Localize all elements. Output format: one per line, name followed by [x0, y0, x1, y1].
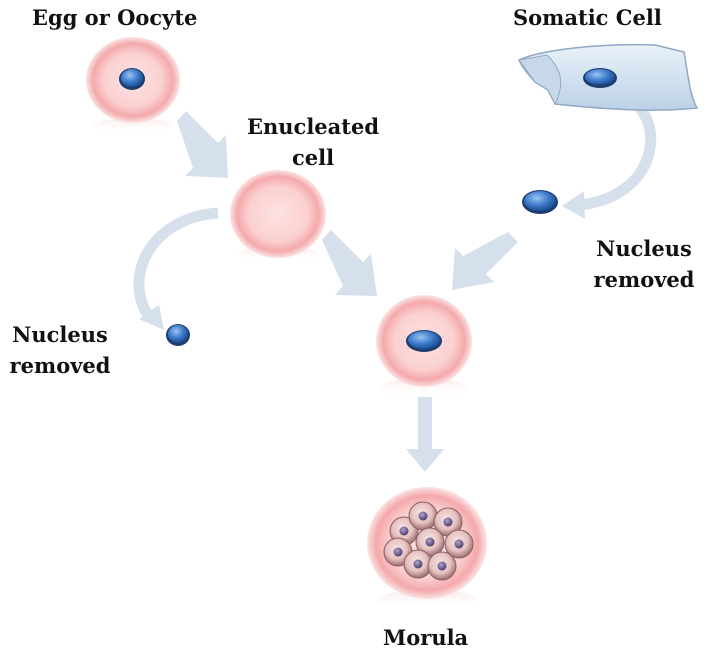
- label-nucleus-removed-right-line2: removed: [593, 267, 695, 292]
- label-enucleated-cell: Enucleated cell: [233, 111, 393, 173]
- somatic-cell: [518, 43, 699, 111]
- arrow-fused-to-morula: [406, 397, 444, 472]
- label-nucleus-removed-left-line2: removed: [9, 353, 111, 378]
- donor-nucleus: [522, 190, 558, 214]
- label-nucleus-removed-left: Nucleus removed: [0, 319, 120, 381]
- somatic-nucleus: [583, 68, 617, 88]
- enucleated-cell: [230, 170, 326, 262]
- label-enucleated-line2: cell: [291, 145, 335, 170]
- morula-cell: [427, 551, 457, 581]
- removed-nucleus: [166, 324, 190, 346]
- label-morula: Morula: [383, 625, 469, 650]
- morula-cell: [444, 529, 474, 559]
- fused-nucleus: [406, 330, 442, 352]
- arrow-enucleated-to-fused: [322, 230, 377, 296]
- label-enucleated-line1: Enucleated: [246, 114, 380, 139]
- morula: [367, 487, 487, 610]
- morula-cell: [433, 507, 463, 537]
- curved-arrow-right-nucleus-removal: [562, 90, 657, 219]
- arrow-nucleus-to-fused: [452, 232, 518, 290]
- egg-nucleus: [119, 68, 145, 90]
- label-somatic-cell: Somatic Cell: [513, 5, 662, 30]
- morula-cell: [408, 501, 438, 531]
- label-nucleus-removed-right-line1: Nucleus: [596, 236, 692, 261]
- morula-cell: [415, 527, 445, 557]
- fused-cell: [376, 295, 472, 397]
- curved-arrow-left-nucleus-removal: [133, 207, 219, 330]
- morula-cells: [383, 501, 474, 581]
- egg-cell: [86, 37, 180, 134]
- label-egg-or-oocyte: Egg or Oocyte: [32, 5, 198, 30]
- label-nucleus-removed-right: Nucleus removed: [582, 233, 706, 295]
- arrow-egg-to-enucleated: [177, 111, 228, 178]
- label-nucleus-removed-left-line1: Nucleus: [12, 322, 108, 347]
